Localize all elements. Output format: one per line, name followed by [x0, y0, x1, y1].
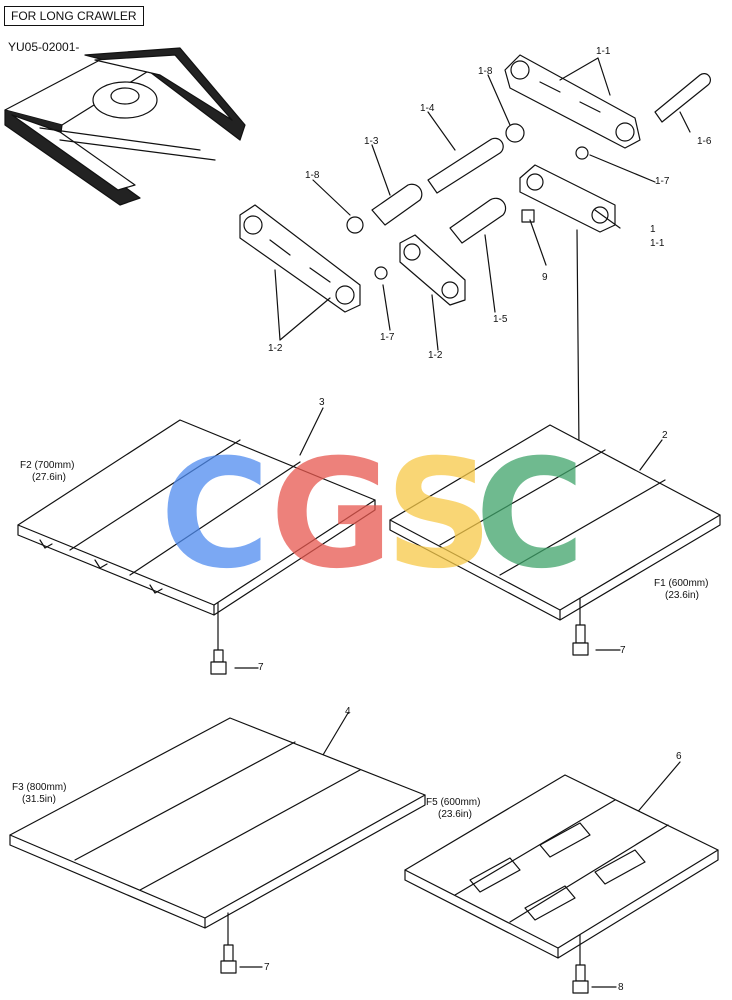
bolt-8: [572, 964, 589, 994]
callout-1-7-mid: 1-7: [380, 332, 395, 343]
bolt-7-b: [572, 624, 589, 656]
callout-9: 9: [542, 272, 548, 283]
callout-1-4: 1-4: [420, 103, 435, 114]
watermark-letter-2: G: [270, 428, 394, 602]
callout-1-8-left: 1-8: [305, 170, 320, 181]
shoe-f2-label: F2 (700mm): [20, 460, 75, 471]
shoe-f3-label: F3 (800mm): [12, 782, 67, 793]
track-shoe-f5: [404, 774, 719, 959]
washer-1-7-right: [575, 146, 589, 160]
callout-7-c: 7: [264, 962, 270, 973]
nut-9: [521, 209, 535, 223]
bushing-1-5: [449, 197, 507, 244]
bolt-7-a: [210, 649, 227, 675]
callout-7-b: 7: [620, 645, 626, 656]
shoe-f1-label: F1 (600mm): [654, 578, 709, 589]
callout-6: 6: [676, 751, 682, 762]
shoe-f1-inch: (23.6in): [665, 590, 699, 601]
callout-1-7-right: 1-7: [655, 176, 670, 187]
seal-1-8-left: [346, 216, 364, 234]
pin-1-6: [654, 73, 711, 123]
watermark-letter-1: C: [160, 428, 271, 602]
long-crawler-label: FOR LONG CRAWLER: [4, 6, 144, 26]
serial-number: YU05-02001-: [8, 40, 80, 54]
crawler-thumbnail: [4, 47, 246, 206]
callout-1-1-bottom: 1-1: [650, 238, 665, 249]
watermark-letter-4: C: [475, 428, 586, 602]
callout-1: 1: [650, 224, 656, 235]
callout-1-5: 1-5: [493, 314, 508, 325]
callout-1-3: 1-3: [364, 136, 379, 147]
callout-1-2-mid: 1-2: [428, 350, 443, 361]
bolt-7-c: [220, 944, 237, 974]
shoe-f3-inch: (31.5in): [22, 794, 56, 805]
seal-1-8-top: [505, 123, 525, 143]
callout-1-6: 1-6: [697, 136, 712, 147]
link-left-inner: [399, 234, 466, 306]
shoe-f2-inch: (27.6in): [32, 472, 66, 483]
callout-1-8-top: 1-8: [478, 66, 493, 77]
callout-4: 4: [345, 706, 351, 717]
bushing-1-3: [371, 183, 423, 226]
callout-3: 3: [319, 397, 325, 408]
track-shoe-f3: [9, 717, 426, 929]
shoe-f5-label: F5 (600mm): [426, 797, 481, 808]
callout-1-2-left: 1-2: [268, 343, 283, 354]
callout-8: 8: [618, 982, 624, 993]
track-shoe-f2: [17, 419, 376, 616]
link-right-upper: [504, 54, 641, 149]
shoe-f5-inch: (23.6in): [438, 809, 472, 820]
track-shoe-f1: [389, 424, 721, 621]
link-left-outer: [239, 204, 361, 313]
callout-1-1-top: 1-1: [596, 46, 611, 57]
pin-1-4: [427, 137, 504, 194]
washer-1-7-mid: [374, 266, 388, 280]
callout-7-a: 7: [258, 662, 264, 673]
watermark-letter-3: S: [385, 428, 494, 602]
callout-2: 2: [662, 430, 668, 441]
